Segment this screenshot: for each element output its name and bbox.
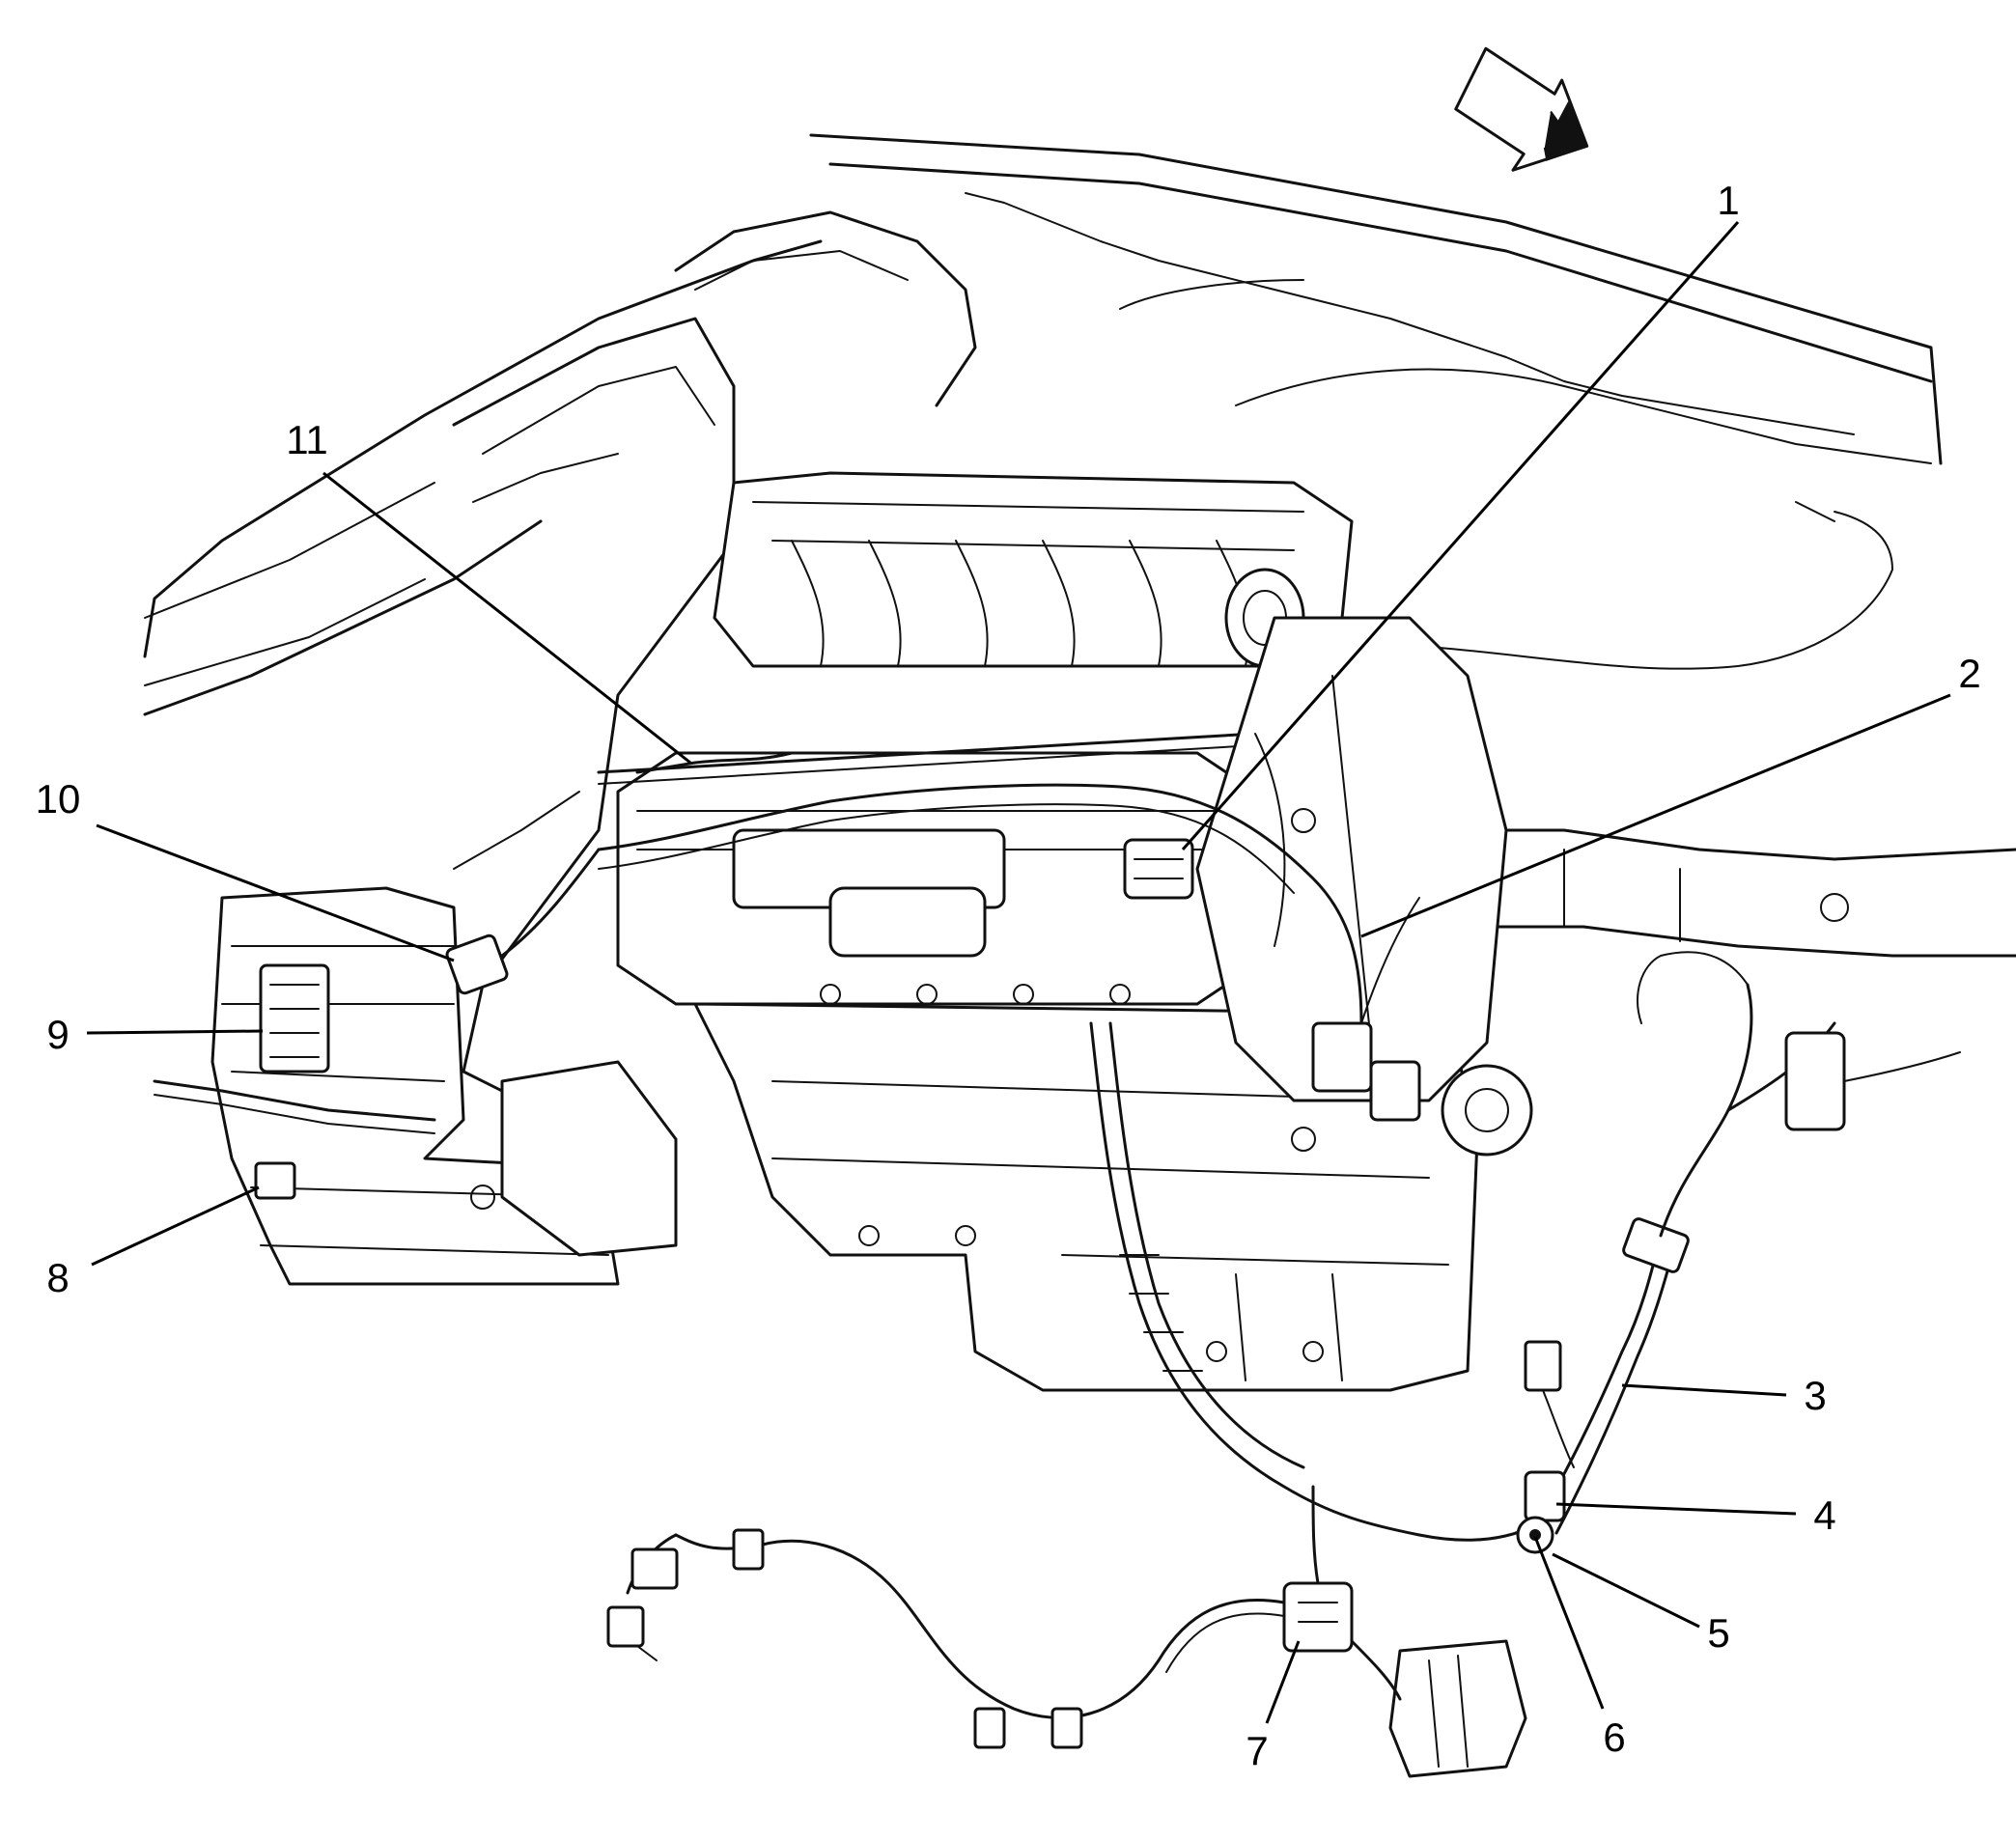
callout-2: 2 (1958, 651, 1980, 696)
leader-7 (1265, 1640, 1301, 1724)
callout-10: 10 (36, 776, 81, 822)
leader-11 (322, 471, 691, 765)
leader-3 (1621, 1383, 1787, 1397)
engine-assembly (597, 471, 1533, 1392)
leader-1 (1181, 221, 1740, 850)
leader-10 (96, 823, 455, 962)
callout-8: 8 (46, 1255, 69, 1300)
vehicle-body-panels (143, 133, 2016, 1257)
callout-11: 11 (286, 417, 328, 462)
direction-arrow-icon (1454, 46, 1589, 172)
leader-2 (1360, 693, 1951, 938)
callout-5: 5 (1707, 1610, 1729, 1656)
wiring-harness (445, 751, 1961, 1778)
leader-5 (1552, 1552, 1700, 1629)
callout-4: 4 (1813, 1492, 1835, 1538)
callout-3: 3 (1804, 1373, 1826, 1418)
callout-6: 6 (1603, 1715, 1625, 1760)
leader-8 (91, 1185, 260, 1267)
callout-7: 7 (1246, 1728, 1268, 1773)
leader-lines (86, 221, 1951, 1724)
leader-9 (86, 1029, 264, 1035)
leader-4 (1555, 1502, 1797, 1516)
callout-9: 9 (46, 1012, 69, 1057)
transmission-assembly (153, 886, 678, 1286)
callout-1: 1 (1717, 178, 1739, 223)
callout-labels: 1 2 3 4 5 6 7 8 9 10 11 (36, 178, 1981, 1773)
leader-6 (1533, 1536, 1605, 1710)
